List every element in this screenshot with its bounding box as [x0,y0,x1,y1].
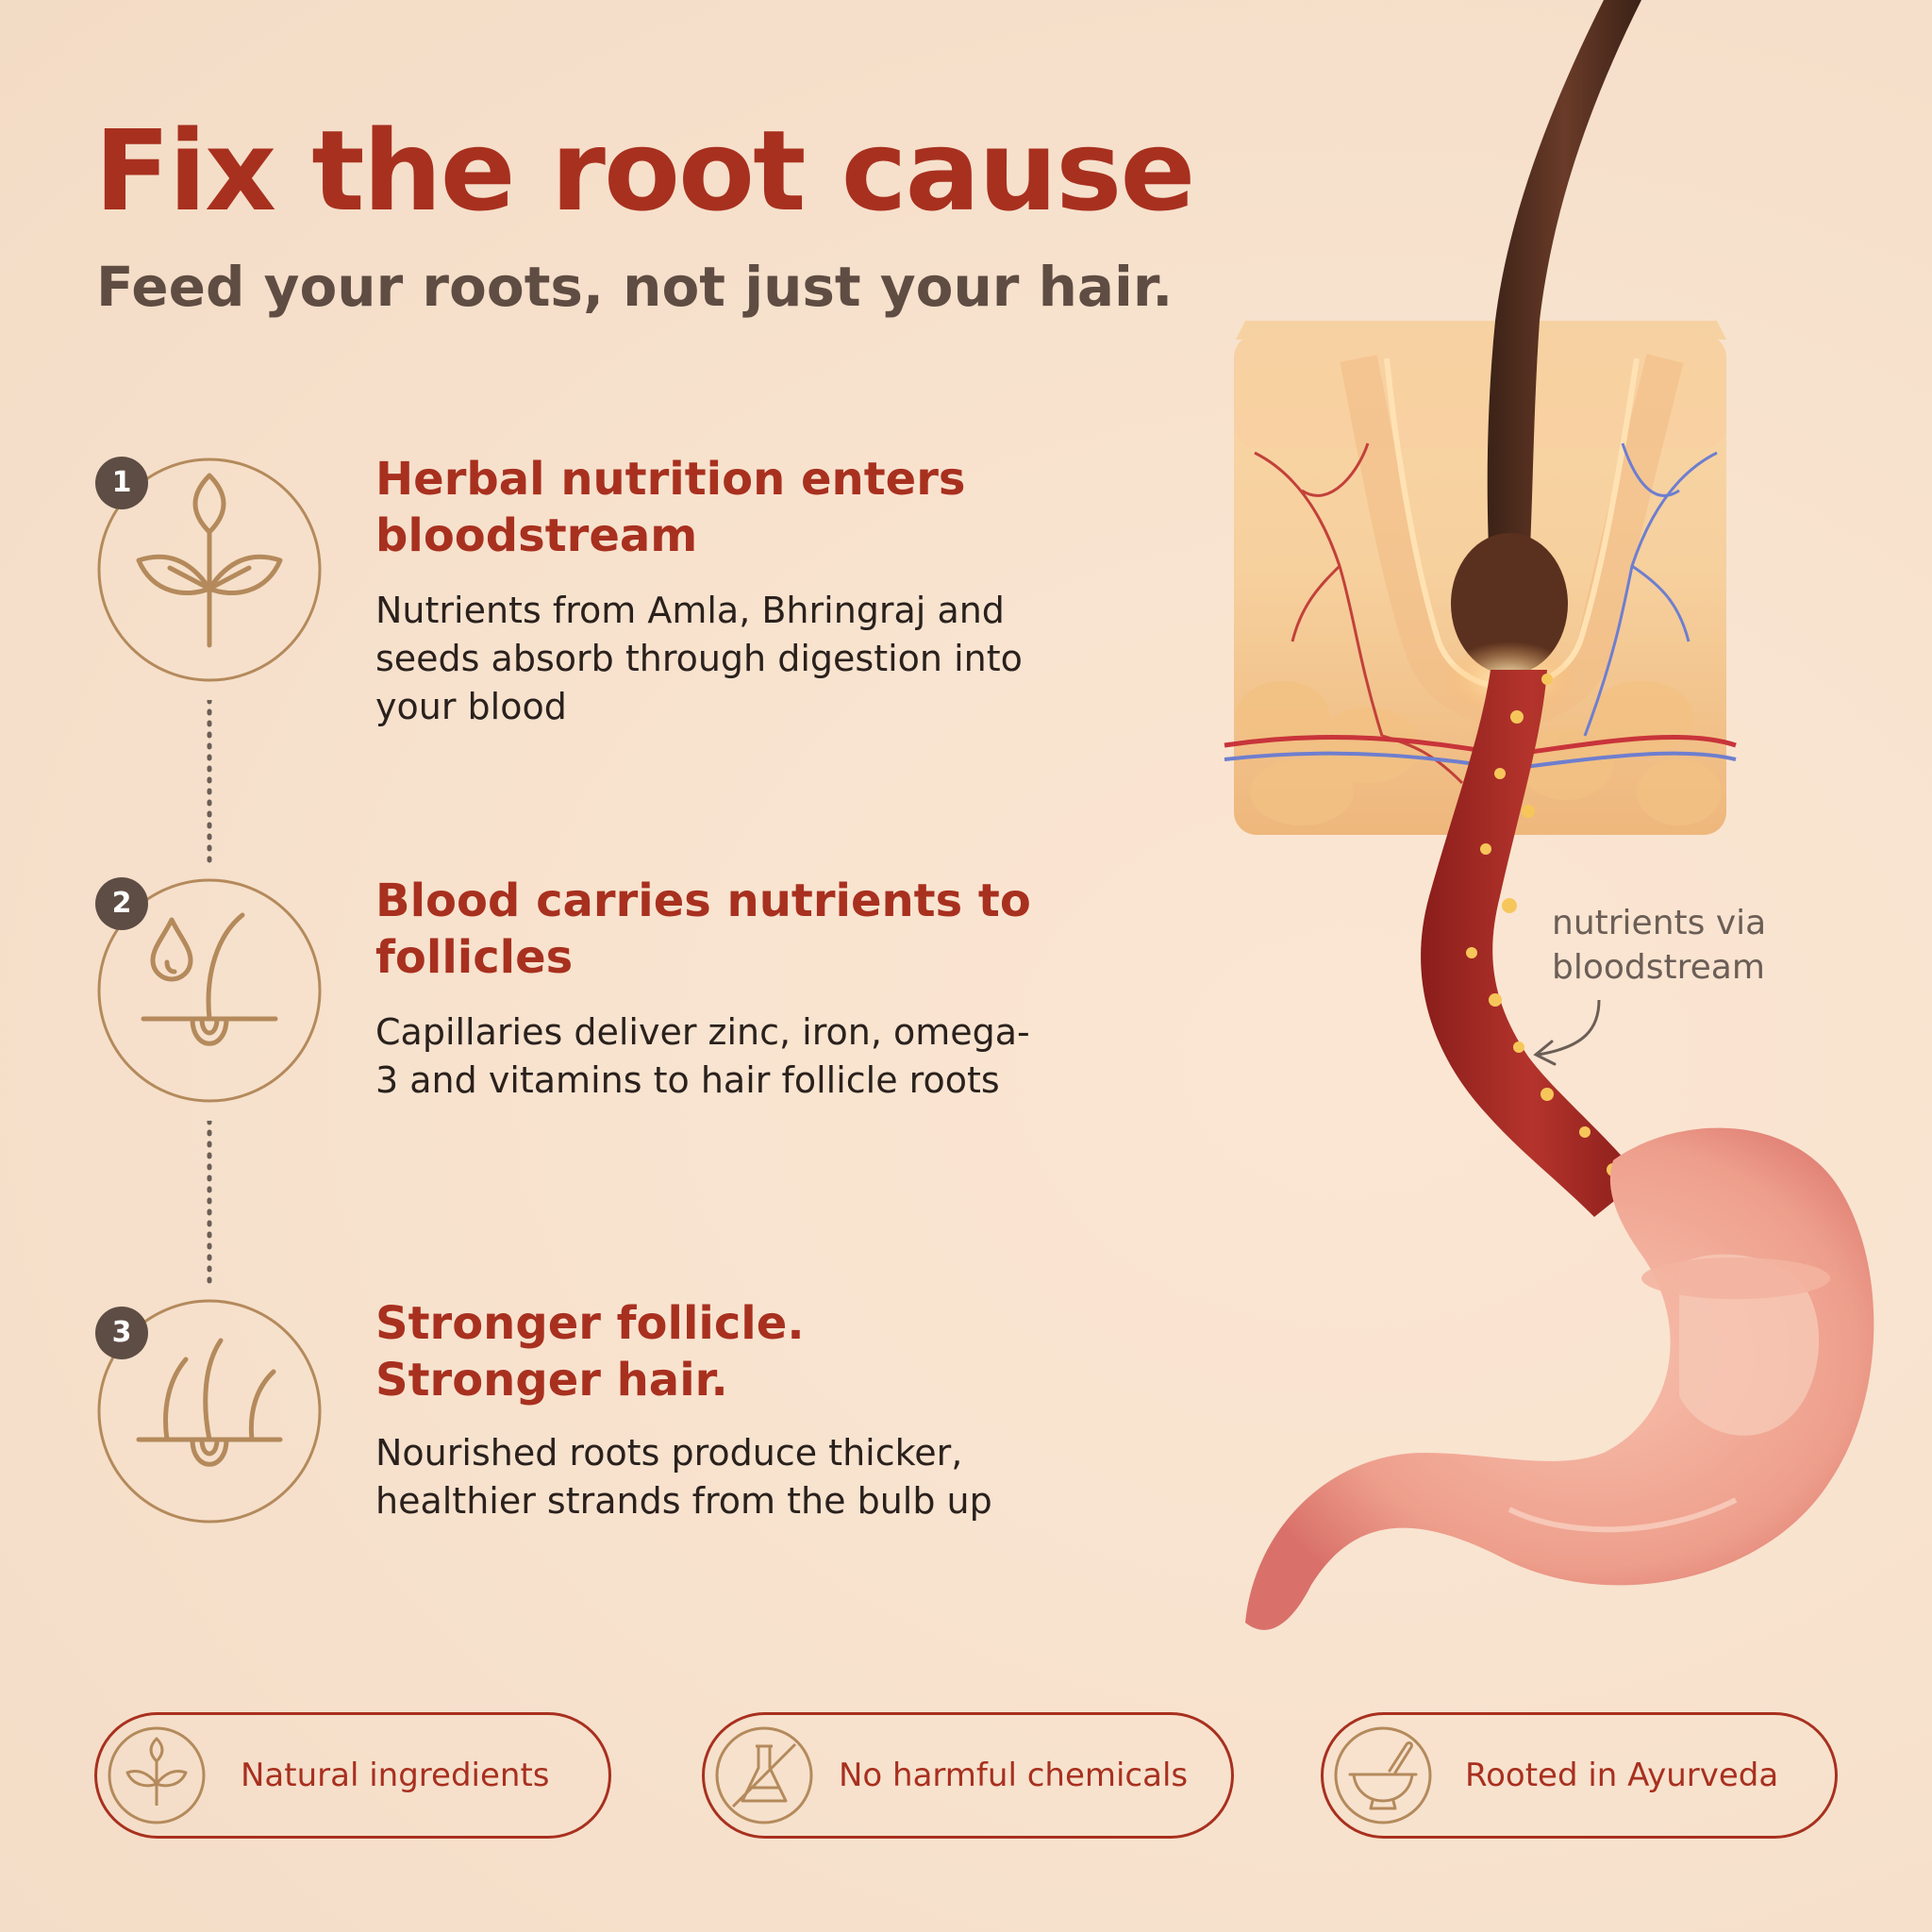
droplet-follicle-icon [97,878,322,1103]
step-description: Nutrients from Amla, Bhringraj and seeds… [375,590,1023,727]
diagram-annotation: nutrients via bloodstream [1552,904,1767,987]
step-title: Herbal nutrition enters bloodstream [375,453,966,562]
leaf-icon [108,1726,206,1824]
leaf-sprout-icon [97,458,322,682]
badge-natural-ingredients: Natural ingredients [94,1712,611,1839]
badge-label: No harmful chemicals [839,1757,1189,1794]
page-subtitle: Feed your roots, not just your hair. [96,255,1174,319]
digestion-to-follicle-diagram [1224,0,1874,1630]
page-title: Fix the root cause [94,106,1195,236]
step-description: Capillaries deliver zinc, iron, omega-3 … [375,1011,1030,1101]
step-connector [207,700,212,868]
badge-label: Rooted in Ayurveda [1465,1757,1779,1794]
badge-rooted-in-ayurveda: Rooted in Ayurveda [1321,1712,1838,1839]
step-number-badge: 2 [95,877,148,930]
badge-no-harmful-chemicals: No harmful chemicals [702,1712,1234,1839]
step-title: Blood carries nutrients to follicles [375,874,1031,984]
hair-strands-icon [97,1299,322,1524]
step-connector [207,1121,212,1289]
step-title: Stronger follicle. Stronger hair. [375,1297,805,1407]
badge-label: Natural ingredients [241,1757,550,1794]
step-number-badge: 1 [95,457,148,509]
mortar-pestle-icon [1334,1726,1432,1824]
no-chemicals-flask-icon [715,1726,813,1824]
step-number-badge: 3 [95,1307,148,1359]
step-description: Nourished roots produce thicker, healthi… [375,1432,992,1522]
